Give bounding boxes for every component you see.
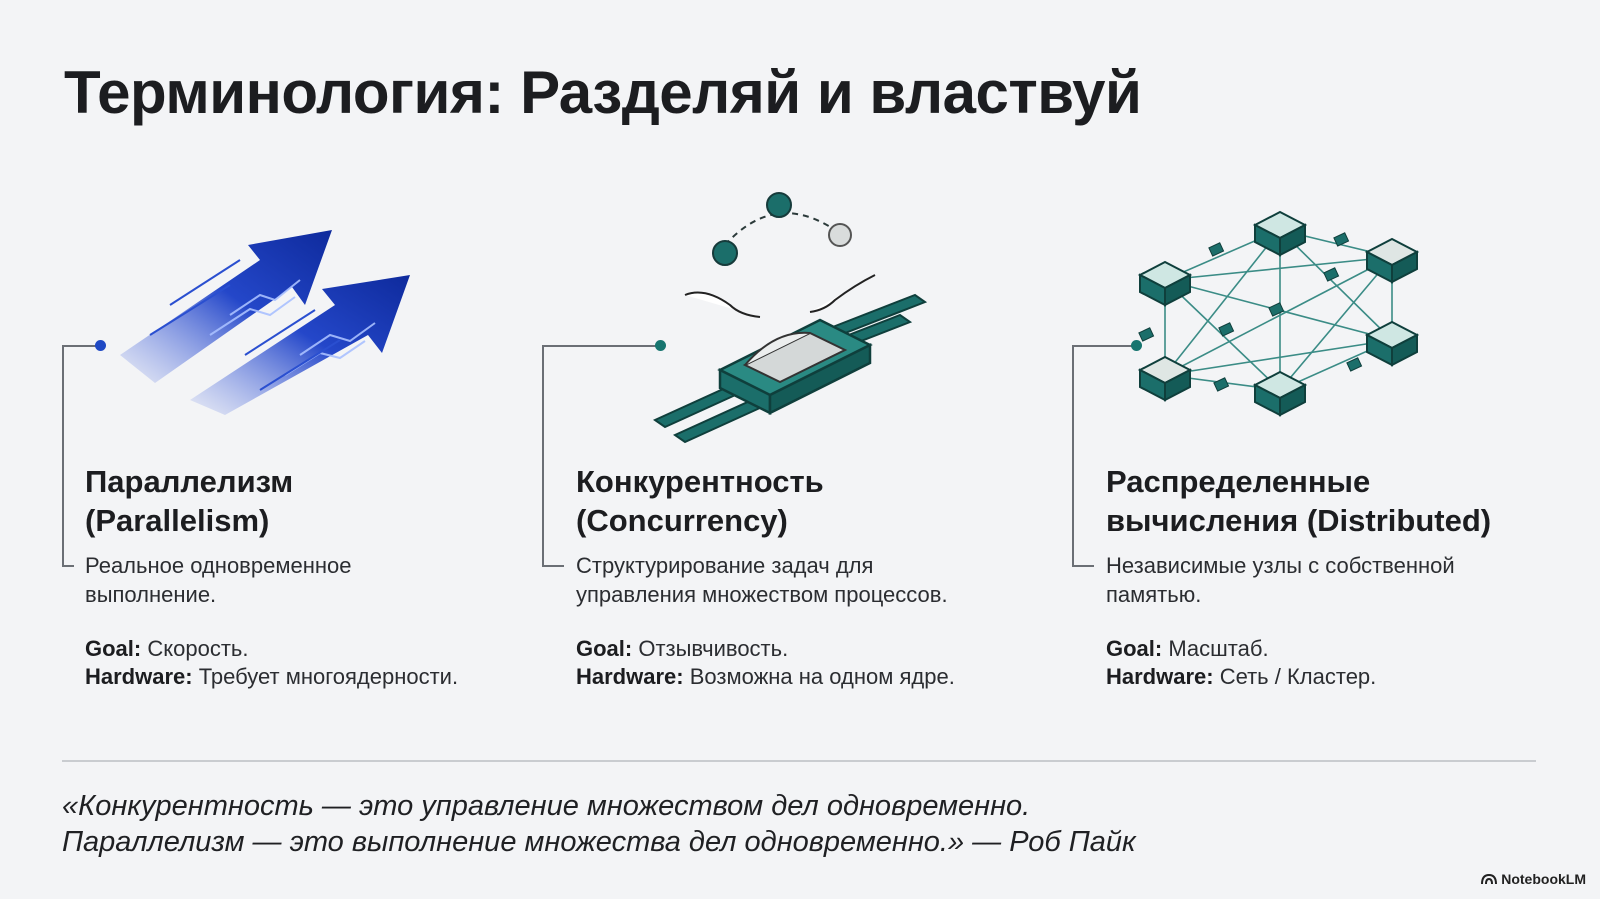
term-description: Структурирование задач для управления мн…	[576, 551, 948, 609]
server-node-icon	[1137, 355, 1193, 402]
page-title: Терминология: Разделяй и властвуй	[64, 59, 1142, 126]
hardware-value: Сеть / Кластер.	[1213, 664, 1377, 689]
term-description: Независимые узлы с собственной памятью.	[1106, 551, 1455, 609]
goal-line: Goal: Скорость.	[85, 634, 248, 663]
hardware-line: Hardware: Требует многоядерности.	[85, 662, 458, 691]
description-line: выполнение.	[85, 582, 217, 607]
brand-label: NotebookLM	[1501, 871, 1586, 887]
hardware-label: Hardware:	[1106, 664, 1214, 689]
quote: «Конкурентность — это управление множест…	[62, 788, 1136, 860]
goal-line: Goal: Масштаб.	[1106, 634, 1269, 663]
juggling-chip-icon	[652, 192, 928, 444]
brand-logo: NotebookLM	[1481, 871, 1586, 887]
bracket-dot	[95, 340, 106, 351]
goal-line: Goal: Отзывчивость.	[576, 634, 788, 663]
hardware-value: Возможна на одном ядре.	[683, 664, 955, 689]
term-name-ru: Параллелизм	[85, 464, 294, 499]
term-name-en: (Concurrency)	[576, 503, 788, 538]
quote-line: «Конкурентность — это управление множест…	[62, 790, 1031, 822]
bracket-line	[1072, 345, 1074, 567]
term-description: Реальное одновременное выполнение.	[85, 551, 351, 609]
bracket-top	[1072, 345, 1136, 347]
term-title: Конкурентность (Concurrency)	[576, 462, 824, 540]
arrows-icon	[120, 230, 410, 415]
hardware-label: Hardware:	[85, 664, 193, 689]
term-card-concurrency: Конкурентность (Concurrency) Структуриро…	[500, 0, 980, 720]
term-card-distributed: Распределенные вычисления (Distributed) …	[1020, 0, 1500, 720]
bracket-line	[542, 345, 544, 567]
hardware-value: Требует многоядерности.	[192, 664, 459, 689]
bracket-top	[62, 345, 100, 347]
goal-value: Скорость.	[141, 636, 249, 661]
goal-value: Отзывчивость.	[632, 636, 789, 661]
description-line: Структурирование задач для	[576, 553, 874, 578]
hardware-label: Hardware:	[576, 664, 684, 689]
server-node-icon	[1364, 237, 1420, 284]
goal-label: Goal:	[576, 636, 633, 661]
description-line: Реальное одновременное	[85, 553, 352, 578]
bracket-bottom	[62, 565, 74, 567]
term-name-ru: Конкурентность	[576, 464, 824, 499]
bracket-dot	[655, 340, 666, 351]
description-line: управления множеством процессов.	[576, 582, 948, 607]
goal-label: Goal:	[85, 636, 142, 661]
server-node-icon	[1252, 210, 1308, 257]
term-name-ru: Распределенные	[1106, 464, 1371, 499]
description-line: Независимые узлы с собственной	[1106, 553, 1455, 578]
server-node-icon	[1364, 320, 1420, 367]
bracket-bottom	[542, 565, 564, 567]
goal-value: Масштаб.	[1162, 636, 1269, 661]
term-card-parallelism: Параллелизм (Parallelism) Реальное однов…	[0, 0, 480, 720]
term-title: Распределенные вычисления (Distributed)	[1106, 462, 1491, 540]
description-line: памятью.	[1106, 582, 1202, 607]
network-nodes-icon	[1137, 210, 1420, 417]
term-name-en: вычисления (Distributed)	[1106, 503, 1492, 538]
goal-label: Goal:	[1106, 636, 1163, 661]
quote-line: Параллелизм — это выполнение множества д…	[62, 826, 1136, 858]
bracket-line	[62, 345, 64, 567]
server-node-icon	[1137, 260, 1193, 307]
hardware-line: Hardware: Сеть / Кластер.	[1106, 662, 1376, 691]
bracket-top	[542, 345, 660, 347]
bracket-bottom	[1072, 565, 1094, 567]
divider	[62, 760, 1536, 762]
notebooklm-icon	[1481, 873, 1498, 885]
server-node-icon	[1252, 370, 1308, 417]
hardware-line: Hardware: Возможна на одном ядре.	[576, 662, 955, 691]
bracket-dot	[1131, 340, 1142, 351]
term-name-en: (Parallelism)	[85, 503, 270, 538]
term-title: Параллелизм (Parallelism)	[85, 462, 293, 540]
